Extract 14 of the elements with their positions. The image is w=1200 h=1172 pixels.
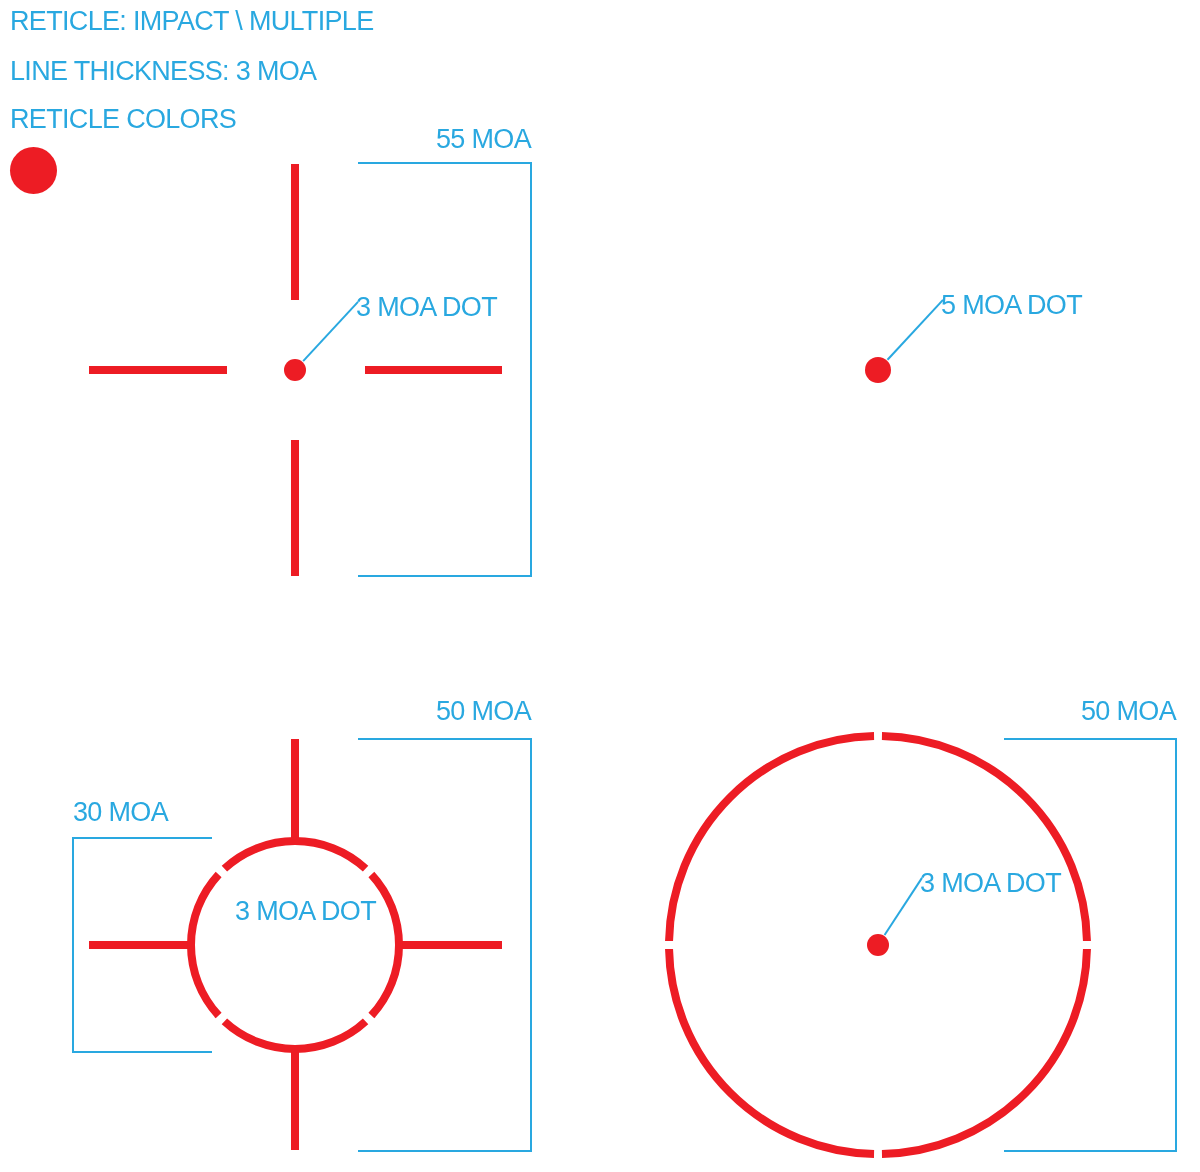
leader-line — [883, 876, 923, 936]
dimension-label: 50 MOA — [1081, 695, 1176, 728]
leader-line — [886, 298, 944, 361]
spec-text: RETICLE: IMPACT \ MULTIPLE — [10, 5, 374, 38]
dot-size-label: 3 MOA DOT — [235, 895, 376, 928]
spec-text: RETICLE COLORS — [10, 103, 237, 136]
dot-size-label: 3 MOA DOT — [356, 290, 497, 324]
dot-size-label: 5 MOA DOT — [941, 288, 1082, 322]
dimension-label: 50 MOA — [436, 695, 531, 728]
leader-line — [302, 300, 359, 363]
dimension-label: 55 MOA — [436, 123, 531, 156]
spec-text: LINE THICKNESS: 3 MOA — [10, 55, 317, 88]
dimension-label: 30 MOA — [73, 796, 168, 829]
dot-size-label: 3 MOA DOT — [920, 866, 1061, 900]
